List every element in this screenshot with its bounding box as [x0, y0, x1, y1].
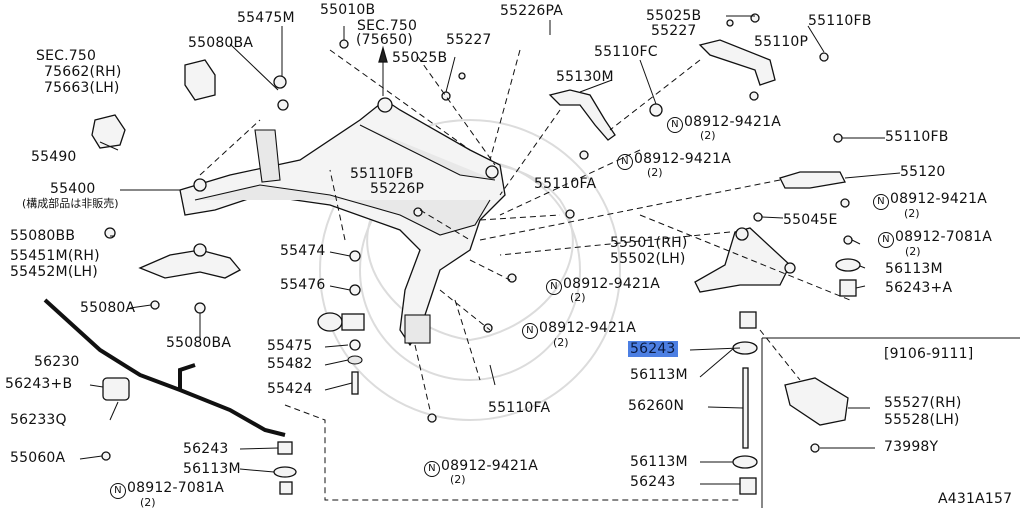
qty-nut-8: (2): [140, 496, 156, 509]
label-55475M: 55475M: [237, 10, 295, 26]
label-75663: 75663(LH): [44, 80, 120, 96]
left-brackets: [91, 59, 242, 314]
label-55424: 55424: [267, 381, 313, 397]
stabilizer-bar: [43, 298, 286, 437]
label-75662: 75662(RH): [44, 64, 122, 80]
label-56113M-left-bottom: 56113M: [183, 461, 241, 477]
label-55060A: 55060A: [10, 450, 66, 466]
label-55451M: 55451M(RH): [10, 248, 100, 264]
nut-symbol-icon: N: [546, 279, 562, 295]
subframe-crossmember: [179, 97, 506, 347]
label-sec750-left: SEC.750: [36, 48, 97, 64]
label-56113M-mid: 56113M: [630, 367, 688, 383]
label-55476: 55476: [280, 277, 326, 293]
label-55110FB-center: 55110FB: [350, 166, 414, 182]
label-56243-highlighted[interactable]: 56243: [628, 341, 678, 357]
label-56243B: 56243+B: [5, 376, 73, 392]
label-55475: 55475: [267, 338, 313, 354]
label-55527: 55527(RH): [884, 395, 962, 411]
label-56230: 56230: [34, 354, 80, 370]
nut-symbol-icon: N: [873, 194, 889, 210]
label-55502: 55502(LH): [610, 251, 686, 267]
qty-nut-6: (2): [553, 336, 569, 349]
label-55130M: 55130M: [556, 69, 614, 85]
diagram-id: A431A157: [938, 491, 1013, 507]
label-55226P: 55226P: [370, 181, 425, 197]
label-55452M: 55452M(LH): [10, 264, 98, 280]
dashed-lines: [199, 49, 851, 501]
lower-control-arm: [694, 227, 796, 293]
label-55227-top: 55227: [651, 23, 697, 39]
label-55080BA-top: 55080BA: [188, 35, 254, 51]
label-55025B-top: 55025B: [646, 8, 702, 24]
leader-lines: [79, 15, 1020, 508]
label-55080BA-bottom: 55080BA: [166, 335, 232, 351]
label-55045E: 55045E: [783, 212, 838, 228]
label-56243-right-bottom: 56243: [630, 474, 676, 490]
label-55080A: 55080A: [80, 300, 136, 316]
label-55528: 55528(LH): [884, 412, 960, 428]
label-55120: 55120: [900, 164, 946, 180]
label-55025B-mid: 55025B: [392, 50, 448, 66]
nut-symbol-icon: N: [878, 232, 894, 248]
label-55110FB-top: 55110FB: [808, 13, 872, 29]
label-sec750-top: SEC.750: [357, 18, 418, 34]
label-55110FA-bottom: 55110FA: [488, 400, 551, 416]
label-55110FA-mid: 55110FA: [534, 176, 597, 192]
label-56113M-right-bottom: 56113M: [630, 454, 688, 470]
label-55010B: 55010B: [320, 2, 376, 18]
label-56260N: 56260N: [628, 398, 685, 414]
label-55080BB: 55080BB: [10, 228, 76, 244]
qty-nut-3: (2): [904, 207, 920, 220]
label-55110FC: 55110FC: [594, 44, 658, 60]
nut-symbol-icon: N: [424, 461, 440, 477]
label-55227-mid: 55227: [446, 32, 492, 48]
label-56233Q: 56233Q: [10, 412, 67, 428]
nut-symbol-icon: N: [110, 483, 126, 499]
label-56113M-right: 56113M: [885, 261, 943, 277]
qty-nut-7: (2): [450, 473, 466, 486]
label-55400: 55400: [50, 181, 96, 197]
label-not-sold-note: (構成部品は非販売): [22, 197, 119, 210]
qty-nut-4: (2): [905, 245, 921, 258]
label-55501: 55501(RH): [610, 235, 688, 251]
label-9106-9111: [9106-9111]: [884, 346, 974, 362]
label-55490: 55490: [31, 149, 77, 165]
nut-symbol-icon: N: [522, 323, 538, 339]
nut-symbol-icon: N: [667, 117, 683, 133]
label-56243-left: 56243: [183, 441, 229, 457]
label-55110FB-mid: 55110FB: [885, 129, 949, 145]
label-56243A: 56243+A: [885, 280, 953, 296]
label-75650: (75650): [356, 32, 413, 48]
label-55474: 55474: [280, 243, 326, 259]
label-55482: 55482: [267, 356, 313, 372]
qty-nut-5: (2): [570, 291, 586, 304]
qty-nut-2: (2): [647, 166, 663, 179]
label-73998Y: 73998Y: [884, 439, 939, 455]
label-55110P: 55110P: [754, 34, 809, 50]
nut-symbol-icon: N: [617, 154, 633, 170]
qty-nut-1: (2): [700, 129, 716, 142]
label-55226PA: 55226PA: [500, 3, 564, 19]
